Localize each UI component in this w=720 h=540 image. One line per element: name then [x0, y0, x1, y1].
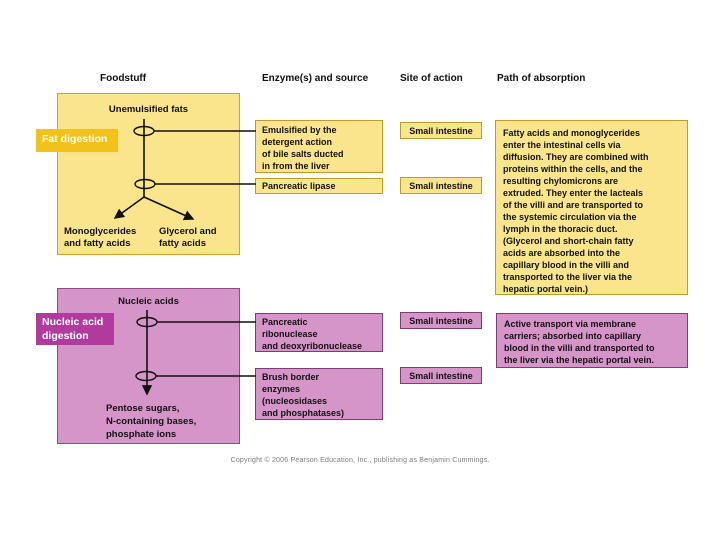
fat-product-right-label: Glycerol and fatty acids	[159, 226, 217, 249]
nucleic-enzyme2-box: Brush border enzymes (nucleosidases and …	[255, 368, 383, 420]
nucleic-site1-box: Small intestine	[400, 312, 482, 329]
column-header-enzymes: Enzyme(s) and source	[262, 73, 369, 84]
fat-site2-box: Small intestine	[400, 177, 482, 194]
nucleic-enzyme1-box: Pancreatic ribonuclease and deoxyribonuc…	[255, 313, 383, 352]
fat-site1-box: Small intestine	[400, 122, 482, 139]
fat-digestion-panel	[57, 93, 240, 255]
column-header-site-of-action: Site of action	[400, 73, 463, 84]
fat-substrate-label: Unemulsified fats	[108, 104, 189, 115]
nucleic-substrate-label: Nucleic acids	[118, 296, 179, 307]
fat-absorption-box: Fatty acids and monoglycerides enter the…	[495, 120, 688, 295]
nucleic-absorption-box: Active transport via membrane carriers; …	[496, 313, 688, 368]
nucleic-products-label: Pentose sugars, N-containing bases, phos…	[106, 403, 197, 440]
nucleic-digestion-section-label: Nucleic acid digestion	[36, 313, 114, 345]
fat-digestion-section-label: Fat digestion	[36, 129, 118, 152]
fat-product-left-label: Monoglycerides and fatty acids	[64, 226, 137, 249]
column-header-foodstuff: Foodstuff	[100, 73, 147, 84]
nucleic-site2-box: Small intestine	[400, 367, 482, 384]
copyright-notice: Copyright © 2006 Pearson Education, Inc.…	[230, 457, 490, 464]
fat-enzyme1-box: Emulsified by the detergent action of bi…	[255, 120, 383, 173]
fat-enzyme2-box: Pancreatic lipase	[255, 178, 383, 194]
column-header-path-of-absorption: Path of absorption	[497, 73, 586, 84]
